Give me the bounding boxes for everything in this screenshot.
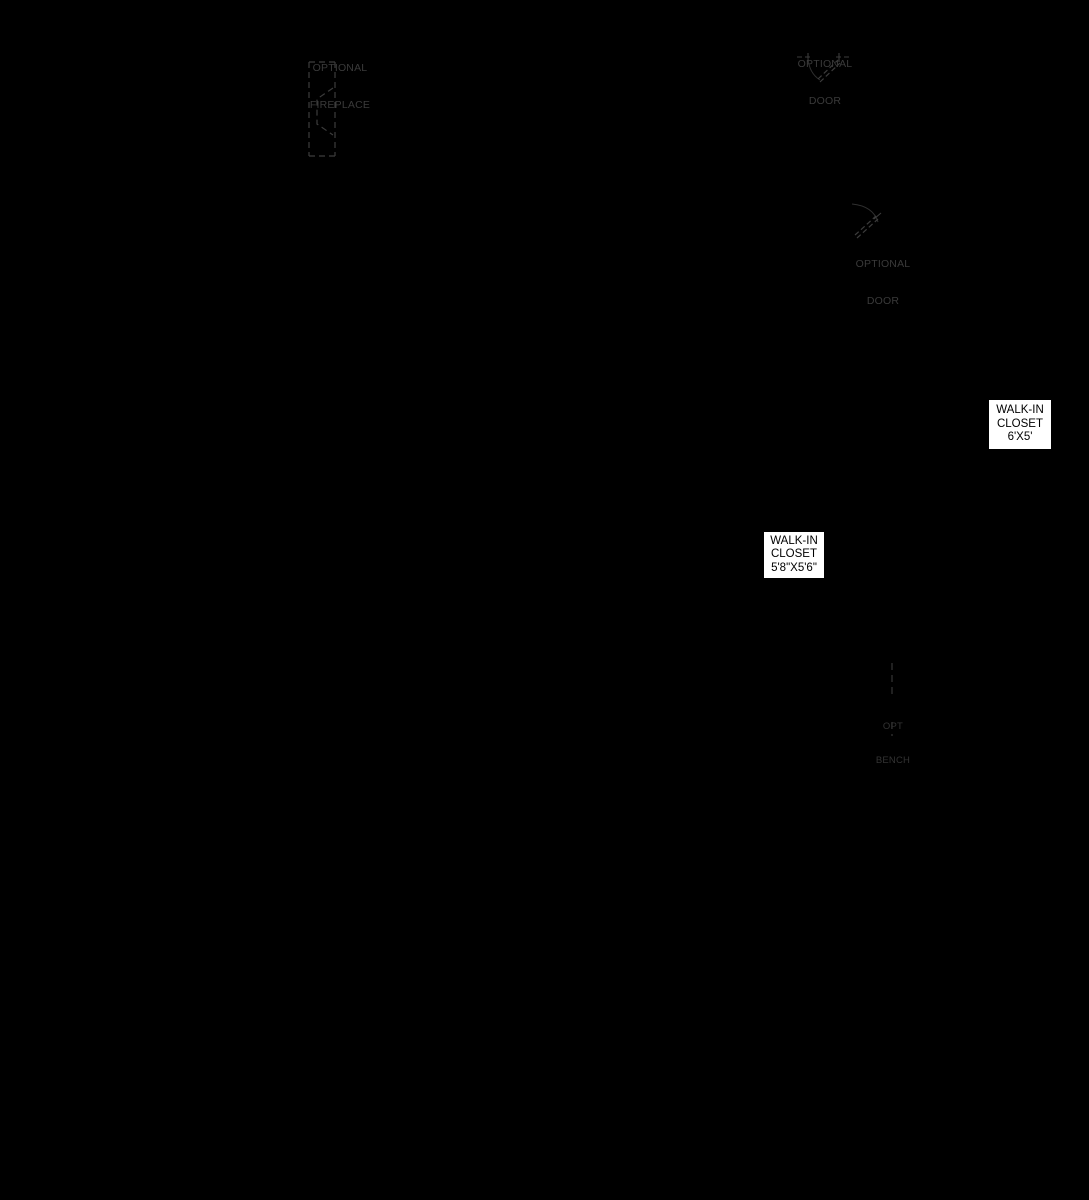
optional-door-1-label-line1: OPTIONAL xyxy=(797,57,853,70)
opt-bench-label: OPT BENCH xyxy=(845,699,941,777)
optional-door-2-label-line1: OPTIONAL xyxy=(855,257,911,270)
optional-door-1-symbol xyxy=(797,53,852,83)
optional-door-2-label-line2: DOOR xyxy=(866,294,900,307)
optional-fireplace-label-line1: OPTIONAL xyxy=(312,61,368,74)
door-1-leaf-line-a xyxy=(817,59,839,80)
optional-fireplace-symbol xyxy=(308,61,336,157)
walk-in-closet-1-line2: CLOSET xyxy=(996,417,1043,430)
walk-in-closet-2-line3: 5'8"X5'6" xyxy=(771,561,817,574)
door-1-leaf-line-b xyxy=(819,62,841,83)
walk-in-closet-1-line1: WALK-IN xyxy=(996,404,1044,417)
optional-door-1-label: OPTIONAL DOOR xyxy=(777,33,873,120)
walk-in-closet-2-line1: WALK-IN xyxy=(770,534,818,547)
walk-in-closet-2-dimension-label: WALK-IN CLOSET 5'8"X5'6" xyxy=(763,531,825,579)
optional-fireplace-label: OPTIONAL FIREPLACE xyxy=(292,37,388,124)
fireplace-hearth-outline xyxy=(316,87,334,136)
optional-door-2-label: OPTIONAL DOOR xyxy=(835,233,931,320)
door-2-leaf-line-b xyxy=(856,218,879,239)
optional-fireplace-label-line2: FIREPLACE xyxy=(309,98,371,111)
door-2-jamb-tick xyxy=(873,212,882,220)
optional-door-2-symbol xyxy=(851,203,882,239)
opt-bench-label-line2: BENCH xyxy=(875,755,911,767)
optional-door-1-label-line2: DOOR xyxy=(808,94,842,107)
door-2-swing-arc xyxy=(851,203,879,223)
walk-in-closet-1-line3: 6'X5' xyxy=(1007,431,1033,444)
walk-in-closet-1-dimension-label: WALK-IN CLOSET 6'X5' xyxy=(988,399,1052,450)
door-2-leaf-line-a xyxy=(854,215,877,236)
opt-bench-label-line1: OPT xyxy=(882,721,904,733)
walk-in-closet-2-line2: CLOSET xyxy=(770,548,817,561)
